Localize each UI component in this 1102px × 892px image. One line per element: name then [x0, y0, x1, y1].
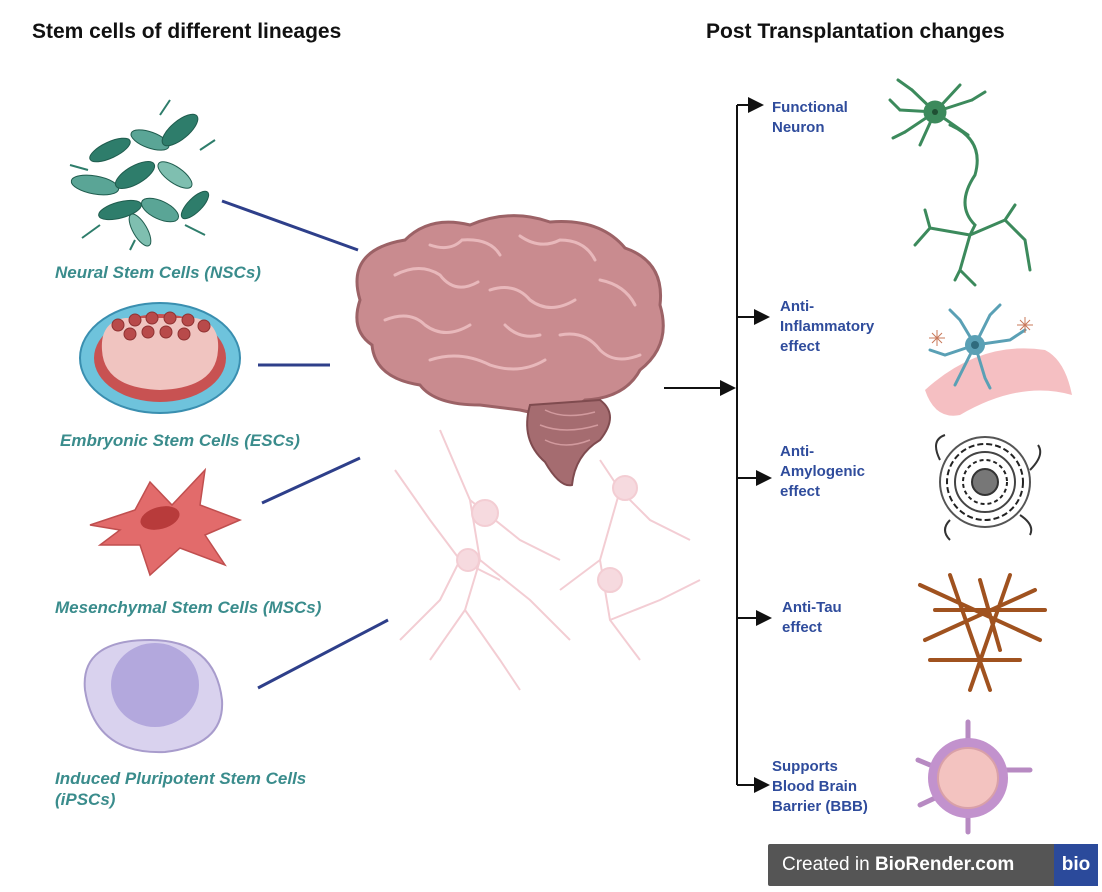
outcome-line: Anti-Tau — [782, 599, 842, 616]
nsc-label: Neural Stem Cells (NSCs) — [55, 263, 261, 282]
ipsc-cell-icon — [83, 638, 224, 754]
watermark-text: Created in BioRender.com — [782, 854, 1014, 876]
outcome-bbb-support: Supports Blood Brain Barrier (BBB) — [772, 757, 868, 817]
biorender-watermark[interactable]: Created in BioRender.com bio — [768, 844, 1098, 886]
neuron-network-icon — [394, 429, 701, 691]
outcome-line: Blood Brain — [772, 778, 857, 795]
outcome-functional-neuron: Functional Neuron — [772, 98, 848, 138]
tau-tangle-icon — [918, 573, 1047, 692]
outcome-line: Anti- — [780, 298, 815, 315]
neuron-icon — [888, 78, 1032, 287]
outcome-anti-tau: Anti-Tau effect — [782, 598, 842, 638]
watermark-prefix: Created in — [782, 854, 875, 875]
outcome-line: Neuron — [772, 119, 825, 136]
outcome-line: effect — [780, 338, 821, 355]
outcome-line: Supports — [772, 758, 838, 775]
neural-stem-cells-icon — [69, 99, 216, 251]
microglia-icon — [925, 303, 1072, 416]
esc-label: Embryonic Stem Cells (ESCs) — [60, 431, 300, 450]
left-heading: Stem cells of different lineages — [32, 20, 342, 43]
outcome-anti-amylogenic: Anti- Amylogenic effect — [780, 442, 865, 502]
outcome-line: Anti- — [780, 443, 815, 460]
mesenchymal-stem-cell-icon — [89, 467, 243, 577]
ipsc-label-line1: Induced Pluripotent Stem Cells — [55, 769, 307, 788]
outcome-line: Inflammatory — [780, 318, 875, 335]
brain-icon — [355, 214, 665, 487]
outcome-line: effect — [780, 483, 821, 500]
ipsc-label: Induced Pluripotent Stem Cells (iPSCs) — [55, 768, 306, 810]
biorender-logo-icon: bio — [1054, 844, 1098, 886]
ipsc-label-line2: (iPSCs) — [55, 790, 116, 809]
outcome-line: Functional — [772, 99, 848, 116]
amyloid-plaque-icon — [935, 434, 1042, 541]
outcome-anti-inflammatory: Anti- Inflammatory effect — [780, 297, 874, 357]
outcome-line: effect — [782, 619, 823, 636]
embryonic-stem-cell-icon — [79, 302, 241, 414]
outcome-line: Amylogenic — [780, 463, 866, 480]
outcome-line: Barrier (BBB) — [772, 798, 868, 815]
watermark-brand: BioRender.com — [874, 854, 1015, 875]
output-bracket — [664, 97, 772, 793]
blood-vessel-icon — [915, 719, 1033, 835]
input-arrows — [221, 199, 389, 690]
msc-label: Mesenchymal Stem Cells (MSCs) — [55, 598, 322, 617]
right-heading: Post Transplantation changes — [706, 20, 1005, 43]
